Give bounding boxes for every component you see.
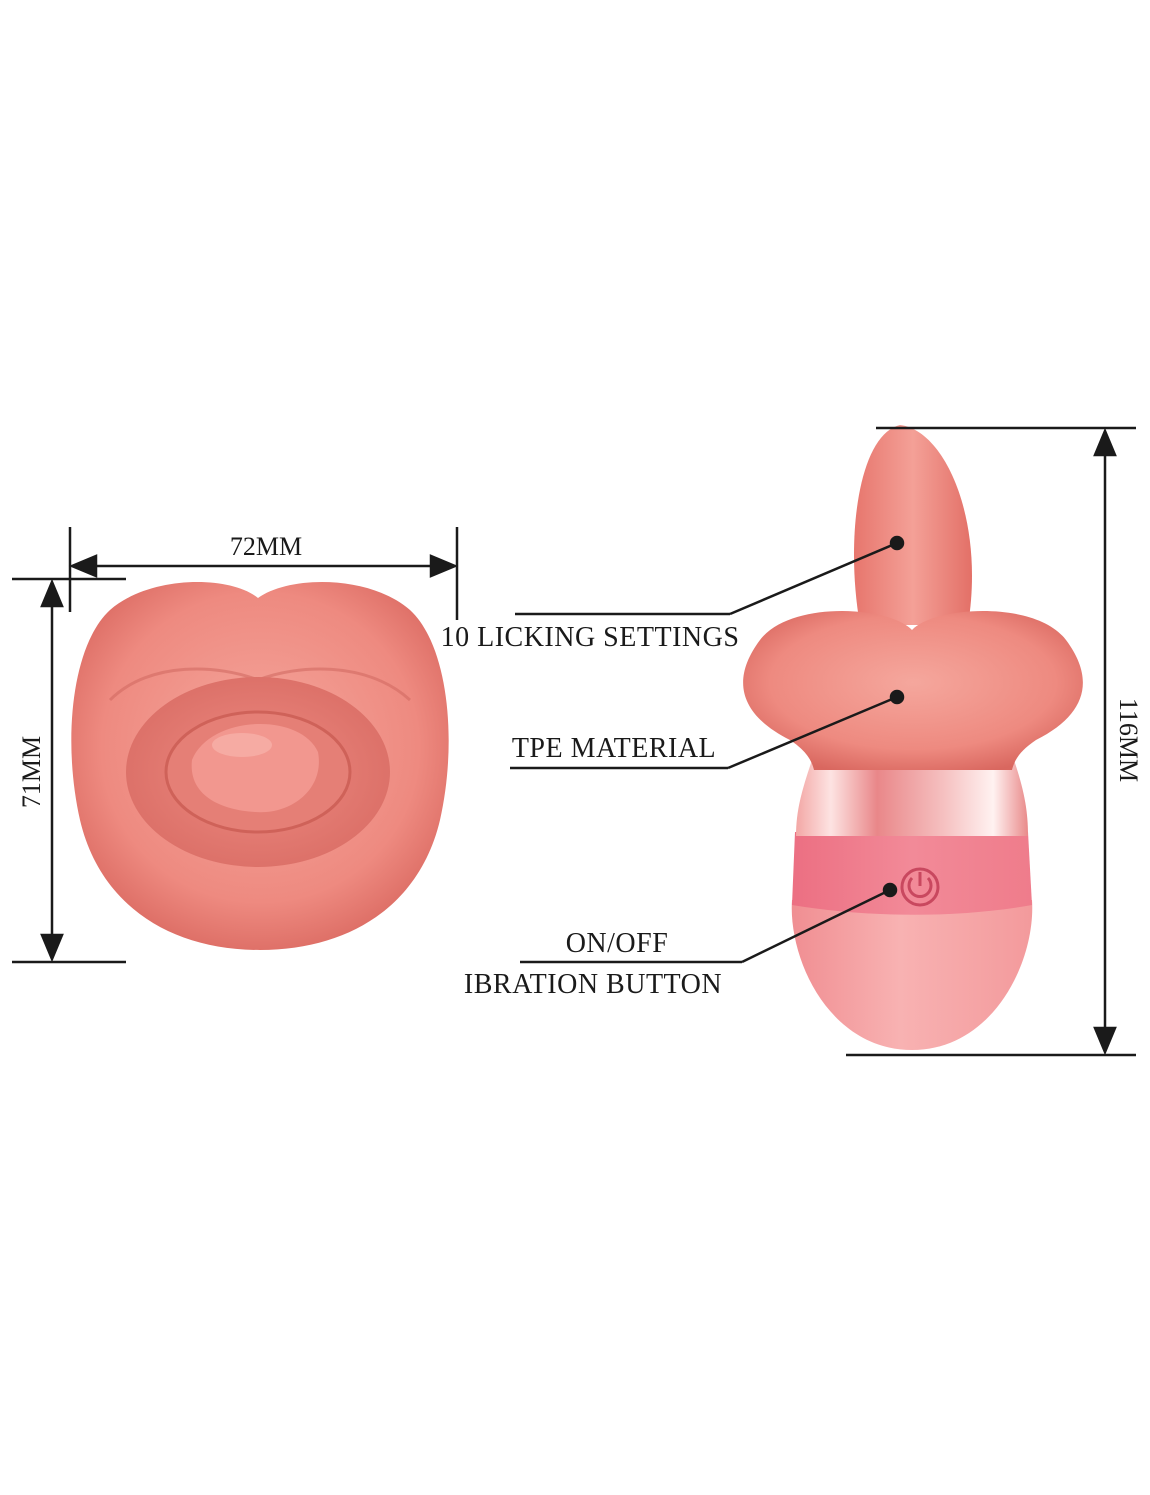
power-icon[interactable] bbox=[900, 867, 940, 907]
side-height-dimension bbox=[846, 426, 1136, 1057]
callout-licking-settings: 10 LICKING SETTINGS bbox=[441, 622, 740, 653]
width-label: 72MM bbox=[230, 532, 302, 561]
handle-body bbox=[791, 900, 1033, 1050]
chrome-neck bbox=[796, 760, 1028, 836]
front-height-dimension bbox=[12, 577, 126, 964]
lips-head bbox=[743, 610, 1083, 770]
callout-tpe-material: TPE MATERIAL bbox=[512, 733, 716, 764]
tongue bbox=[853, 425, 972, 625]
callout-leaders bbox=[510, 535, 905, 964]
front-view bbox=[71, 582, 449, 950]
front-height-label: 71MM bbox=[17, 736, 46, 808]
callout-button-line2: IBRATION BUTTON bbox=[464, 969, 722, 1000]
callout-button-line1: ON/OFF bbox=[566, 928, 669, 959]
width-dimension bbox=[68, 527, 459, 620]
button-band bbox=[792, 832, 1032, 915]
side-height-label: 116MM bbox=[1114, 698, 1143, 782]
side-view bbox=[743, 425, 1083, 1050]
